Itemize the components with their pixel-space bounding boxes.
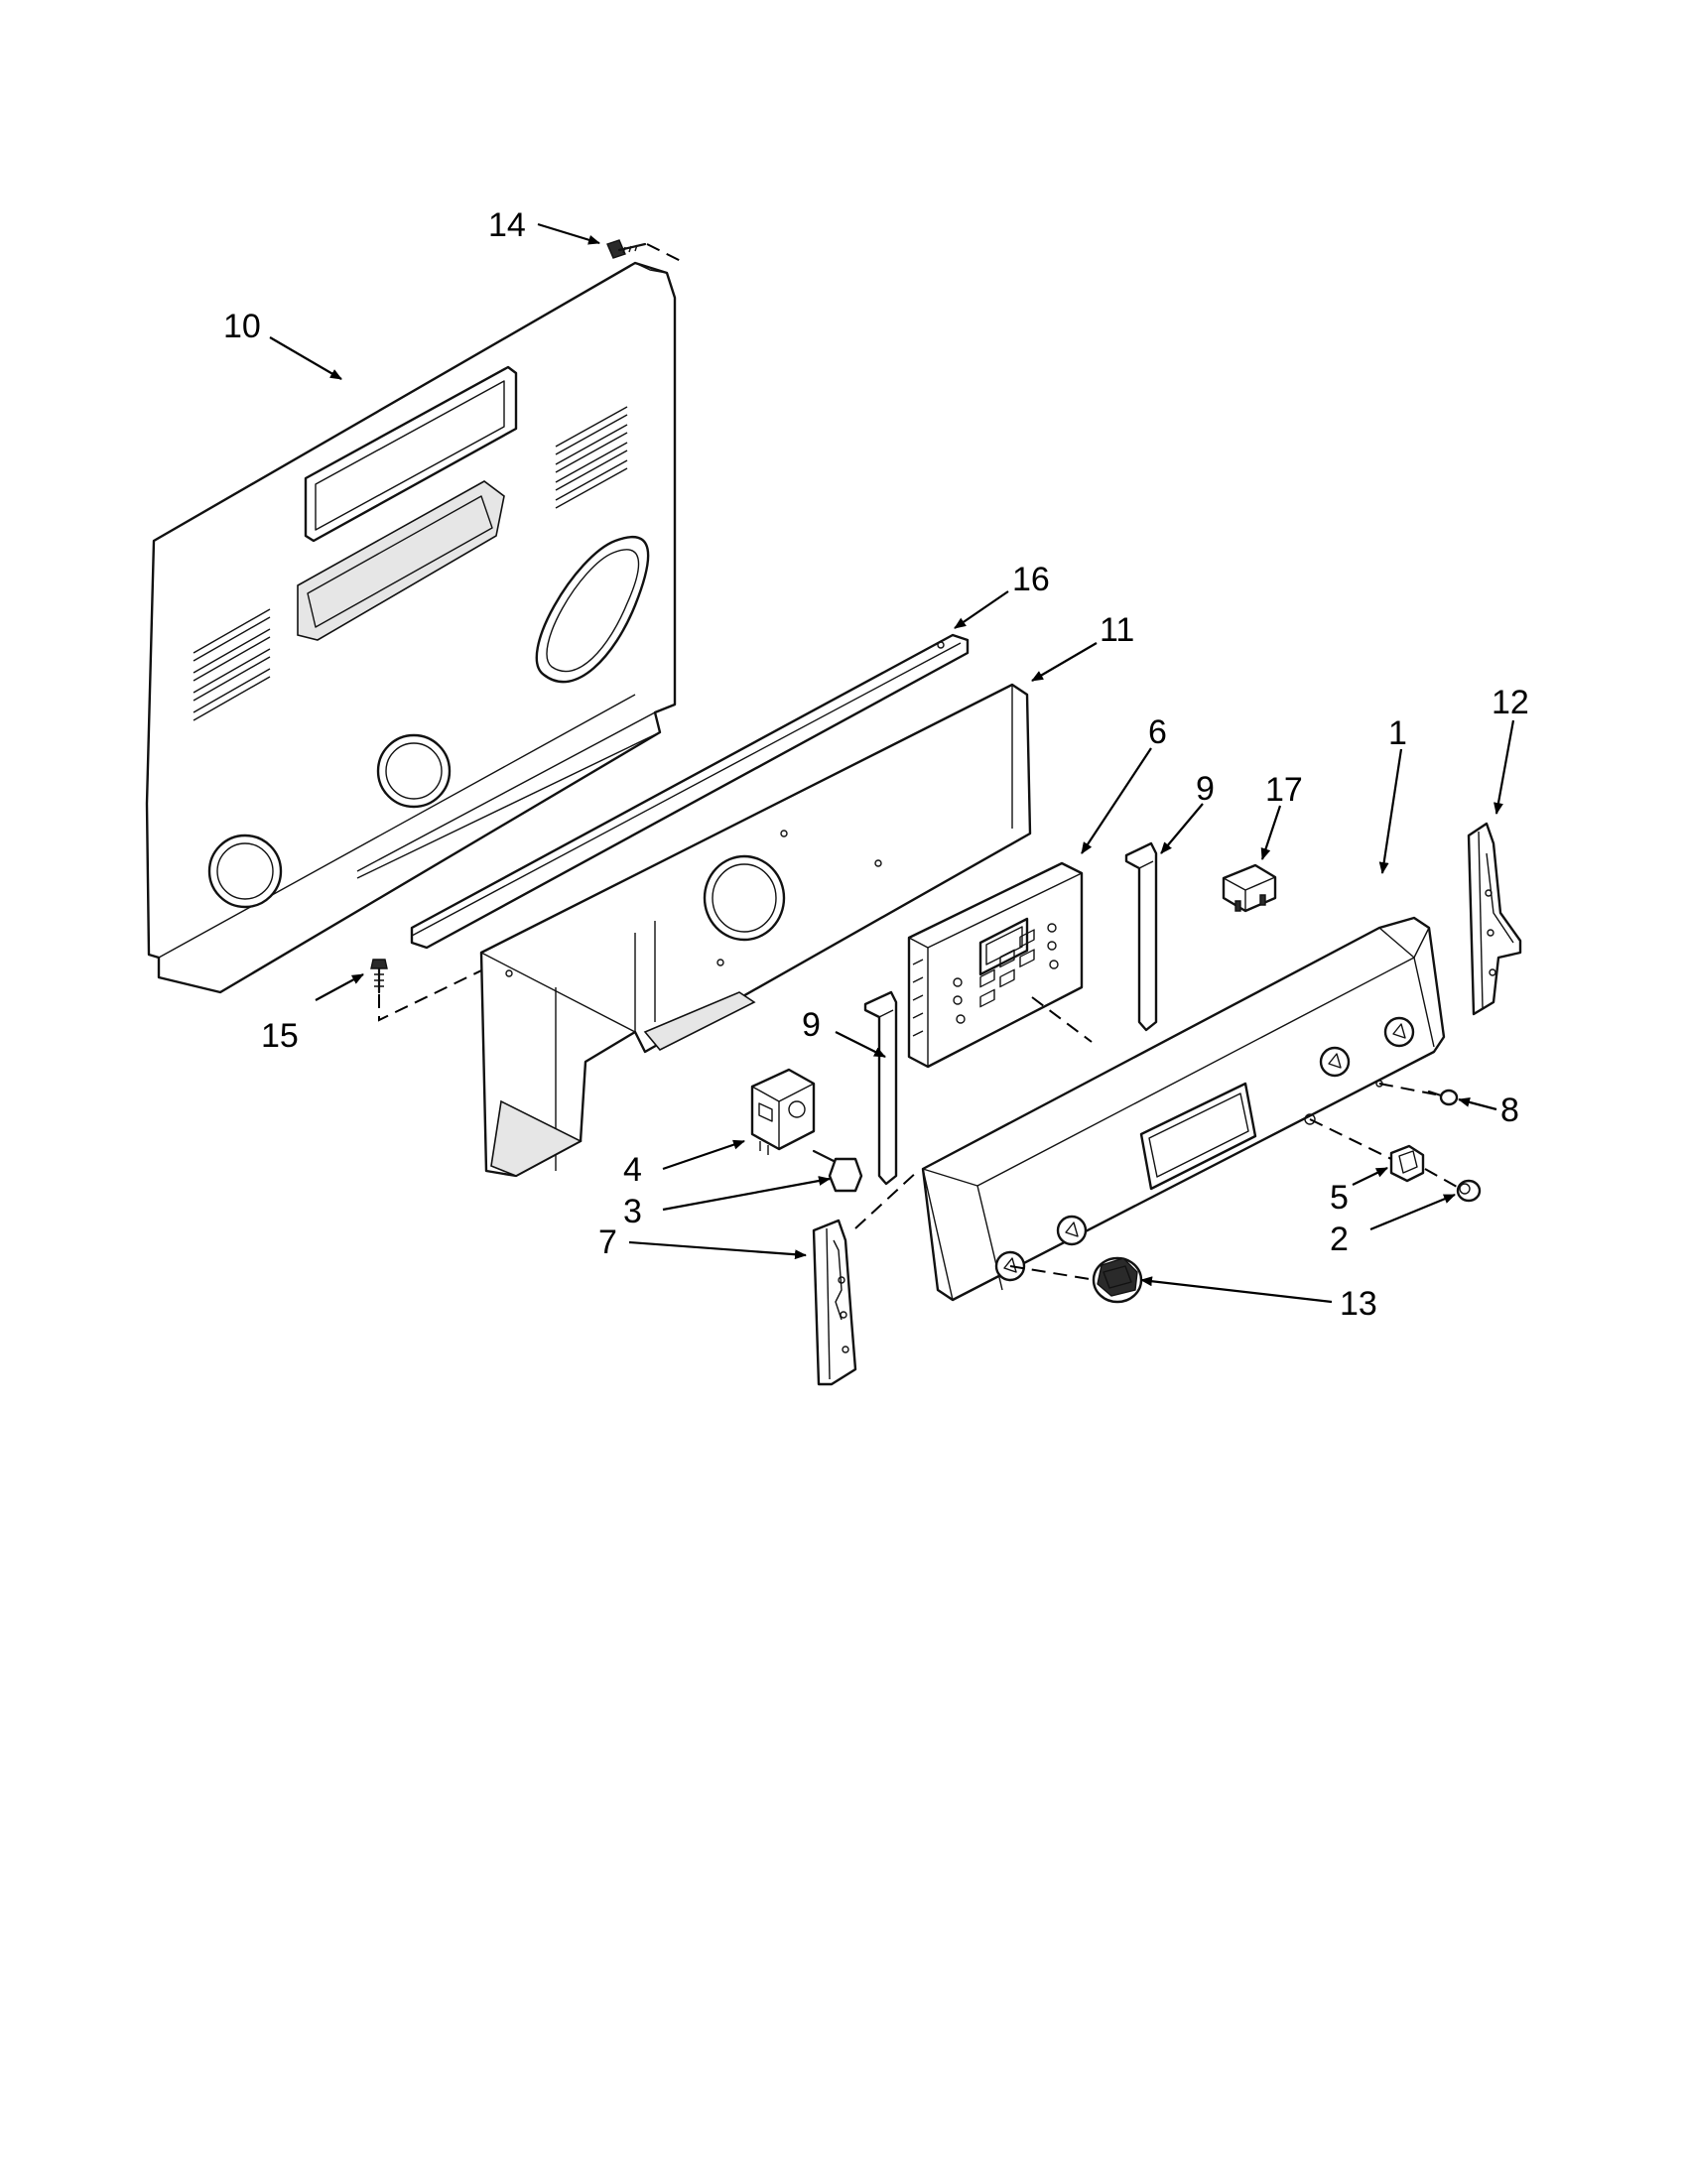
callout-8: 8 [1500, 1092, 1519, 1129]
side-bracket-part-7 [812, 1219, 857, 1386]
callout-10: 10 [223, 308, 261, 345]
module-part-17 [1222, 863, 1277, 913]
screw-part-8 [1427, 1089, 1459, 1106]
callout-17: 17 [1265, 771, 1303, 809]
callout-11: 11 [1100, 611, 1134, 649]
callout-16: 16 [1012, 561, 1050, 598]
cap-part-2 [1456, 1179, 1482, 1203]
callout-9-upper: 9 [1196, 770, 1215, 808]
bracket-clip-part-9-lower [863, 990, 898, 1186]
callout-5: 5 [1330, 1179, 1349, 1217]
callout-2: 2 [1330, 1220, 1349, 1258]
side-bracket-part-12 [1467, 822, 1522, 1016]
trim-strip-part-16 [410, 633, 970, 950]
leader-lines [269, 222, 1515, 1304]
control-board-part-6 [907, 861, 1084, 1069]
stem-part-3 [812, 1149, 863, 1193]
callout-12: 12 [1492, 684, 1529, 721]
switch-part-4 [750, 1068, 816, 1155]
control-knob-part-13 [1092, 1256, 1143, 1304]
rear-panel-part-10 [145, 261, 677, 994]
callout-4: 4 [623, 1151, 642, 1189]
callout-labels: 14 10 16 11 6 9 17 1 12 15 9 4 3 8 5 2 7… [223, 206, 1529, 1323]
knob-stem-part-5 [1389, 1144, 1425, 1183]
bracket-clip-part-9-upper [1124, 841, 1158, 1032]
callout-6: 6 [1148, 713, 1167, 751]
callout-14: 14 [488, 206, 526, 244]
callout-3: 3 [623, 1193, 642, 1230]
shield-part-11 [479, 683, 1032, 1178]
control-console-part-1 [921, 916, 1446, 1302]
callout-9-lower: 9 [802, 1006, 821, 1044]
callout-13: 13 [1340, 1285, 1377, 1323]
callout-1: 1 [1388, 714, 1407, 752]
screw-part-15 [370, 959, 388, 994]
callout-15: 15 [261, 1017, 299, 1055]
callout-7: 7 [598, 1223, 617, 1261]
screw-part-14 [606, 239, 647, 259]
